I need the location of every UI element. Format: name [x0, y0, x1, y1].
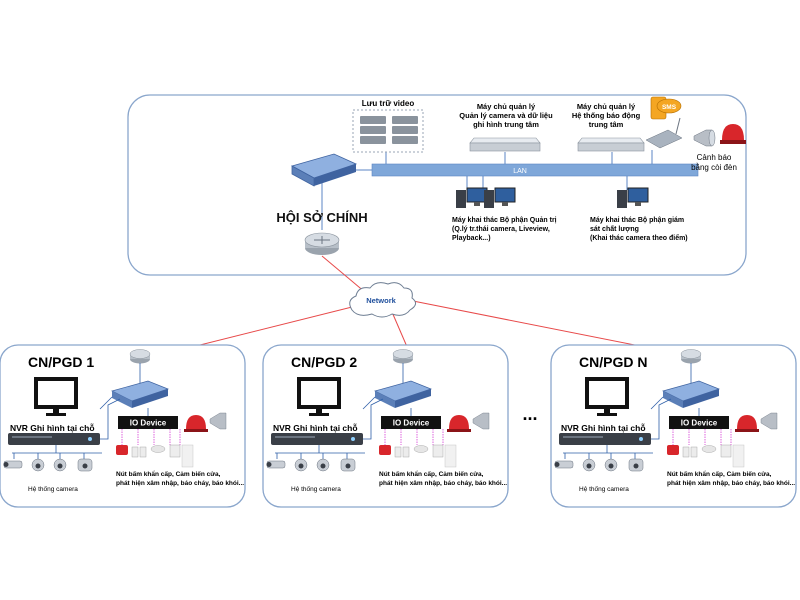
- alarm-server-line-3: trung tâm: [589, 120, 624, 129]
- workstation-icon: [484, 187, 516, 208]
- ws-qc-line-1: Máy khai thác Bộ phận giám: [590, 217, 684, 224]
- mgmt-server-line-2: Quản lý camera và dữ liệu: [459, 111, 553, 120]
- branch-title: CN/PGD N: [579, 354, 647, 370]
- lan-label: LAN: [513, 168, 527, 175]
- camera-system-label: Hệ thống camera: [579, 484, 629, 493]
- branch-1: CN/PGD 1 NVR Ghi hình tại chỗ IO Device …: [0, 343, 247, 509]
- ws-qc-line-2: sát chất lượng: [590, 225, 639, 233]
- nvr-label: NVR Ghi hình tại chỗ: [273, 423, 358, 433]
- hq-title: HỘI SỞ CHÍNH: [276, 210, 367, 225]
- sms-alert: SMS: [645, 96, 683, 149]
- branch-title: CN/PGD 1: [28, 354, 94, 370]
- mgmt-server: Máy chủ quản lý Quản lý camera và dữ liệ…: [459, 102, 553, 152]
- ws-admin-line-2: (Q.lý tr.thái camera, Liveview,: [452, 226, 550, 233]
- alarm-server-line-2: Hệ thống báo động: [572, 111, 641, 120]
- nvr-label: NVR Ghi hình tại chỗ: [561, 423, 646, 433]
- io-device-label: IO Device: [393, 419, 430, 428]
- alarm-server: Máy chủ quản lý Hệ thống báo động trung …: [572, 102, 645, 152]
- lan-bar: LAN: [371, 163, 699, 177]
- ws-admin-line-3: Playback...): [452, 235, 491, 242]
- ws-qc-line-3: (Khai thác camera theo điểm): [590, 234, 688, 242]
- lan-connectors: [321, 150, 653, 230]
- mgmt-server-icon: [469, 137, 541, 152]
- modem-icon: [645, 117, 683, 149]
- sensor-line-2: phát hiện xâm nhập, báo cháy, báo khói..…: [667, 480, 795, 487]
- sensor-line-1: Nút bấm khẩn cấp, Cảm biến cửa,: [379, 470, 484, 478]
- network-label: Network: [366, 296, 396, 305]
- sensor-line-1: Nút bấm khẩn cấp, Cảm biến cửa,: [116, 470, 221, 478]
- ws-admin-line-1: Máy khai thác Bộ phận Quản trị: [452, 217, 557, 224]
- sensor-line-1: Nút bấm khẩn cấp, Cảm biến cửa,: [667, 470, 772, 478]
- video-storage: Lưu trữ video: [352, 99, 424, 153]
- io-device-label: IO Device: [681, 419, 718, 428]
- mgmt-server-line-3: ghi hình trung tâm: [473, 120, 539, 129]
- alarm-server-line-1: Máy chủ quản lý: [577, 102, 636, 111]
- alarm-light-icon: [720, 124, 746, 144]
- branch-2: CN/PGD 2 NVR Ghi hình tại chỗ IO Device …: [261, 343, 510, 509]
- sensor-line-2: phát hiện xâm nhập, báo cháy, báo khói..…: [379, 480, 507, 487]
- head-office-panel: [127, 94, 747, 276]
- io-device-label: IO Device: [130, 419, 167, 428]
- sms-label: SMS: [662, 104, 677, 111]
- nvr-label: NVR Ghi hình tại chỗ: [10, 423, 95, 433]
- alert-line-1: Cảnh báo: [697, 153, 732, 162]
- sensor-line-2: phát hiện xâm nhập, báo cháy, báo khói..…: [116, 480, 244, 487]
- admin-workstations: Máy khai thác Bộ phận Quản trị (Q.lý tr.…: [452, 187, 557, 242]
- alert-line-2: bằng còi đèn: [691, 163, 737, 172]
- camera-system-label: Hệ thống camera: [28, 484, 78, 493]
- more-branches-ellipsis: ...: [522, 404, 537, 424]
- alarm-server-icon: [577, 137, 645, 152]
- network-cloud: Network: [349, 282, 416, 318]
- hq-router-icon: [304, 232, 340, 255]
- sms-bubble-icon: [656, 98, 682, 114]
- hq-core-switch-icon: [290, 153, 358, 187]
- storage-server-icon: [360, 116, 418, 144]
- camera-system-label: Hệ thống camera: [291, 484, 341, 493]
- qc-workstation: Máy khai thác Bộ phận giám sát chất lượn…: [590, 187, 688, 242]
- mgmt-server-line-1: Máy chủ quản lý: [477, 102, 536, 111]
- branch-n: CN/PGD N NVR Ghi hình tại chỗ IO Device …: [549, 343, 798, 509]
- branch-title: CN/PGD 2: [291, 354, 357, 370]
- storage-label: Lưu trữ video: [362, 99, 415, 108]
- siren-icon: [693, 129, 716, 147]
- workstation-icon: [617, 187, 649, 208]
